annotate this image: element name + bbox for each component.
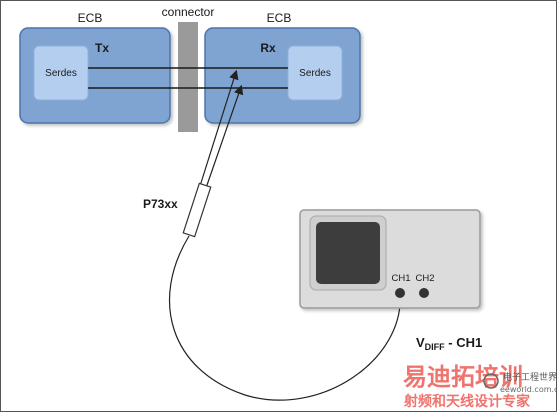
watermark-logo-icon	[483, 373, 499, 389]
right-serdes-label: Serdes	[299, 68, 331, 79]
probe-body	[182, 182, 212, 238]
connector-label: connector	[162, 5, 215, 19]
right-board-label: ECB	[267, 11, 292, 25]
measurement-suffix: - CH1	[445, 335, 483, 350]
ch1-label: CH1	[391, 273, 410, 284]
watermark-line1: 易迪拓培训	[403, 363, 523, 391]
left-board-label: ECB	[78, 11, 103, 25]
watermark-url: eeworld.com.cn	[500, 385, 557, 394]
measurement-label: VDIFF - CH1	[416, 335, 482, 352]
rx-label: Rx	[260, 41, 276, 55]
right-serdes-block	[287, 45, 343, 101]
watermark-line2: 射频和天线设计专家	[403, 393, 531, 410]
watermark-brand: 电子工程世界	[503, 371, 557, 383]
ch2-input-connector[interactable]	[419, 288, 429, 298]
left-serdes-block	[33, 45, 89, 101]
probe-label: P73xx	[143, 197, 178, 211]
ch1-input-connector[interactable]	[395, 288, 405, 298]
probe-lead-negative	[205, 84, 244, 189]
connector	[178, 22, 198, 132]
left-serdes-label: Serdes	[45, 68, 77, 79]
measurement-main: V	[416, 335, 425, 350]
measurement-subscript: DIFF	[425, 342, 445, 352]
probe-cable	[169, 235, 401, 401]
oscilloscope-screen	[316, 222, 380, 284]
tx-label: Tx	[95, 41, 109, 55]
probe-lead-positive	[199, 69, 239, 187]
ch2-label: CH2	[415, 273, 434, 284]
watermark: 易迪拓培训 射频和天线设计专家 电子工程世界 eeworld.com.cn	[403, 363, 557, 410]
